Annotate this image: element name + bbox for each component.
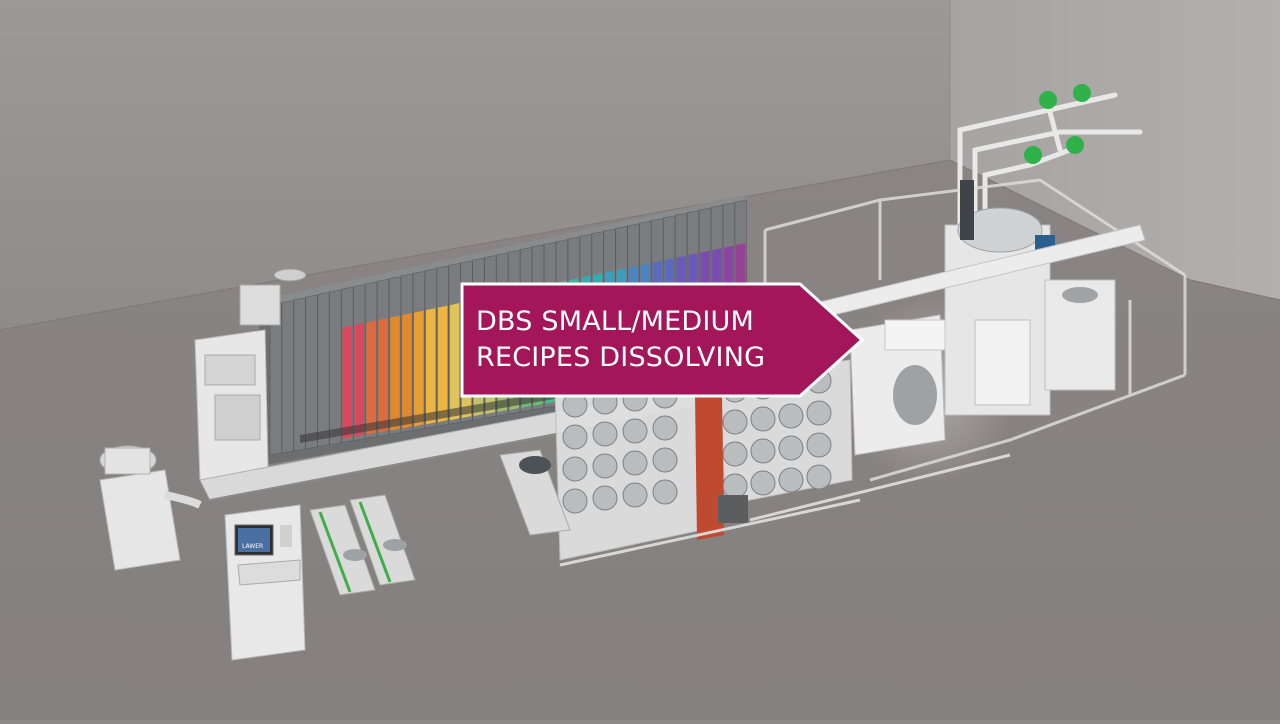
callout-line-1: DBS SMALL/MEDIUM	[476, 306, 755, 337]
bucket	[806, 400, 832, 426]
bin-color-face	[378, 318, 388, 433]
back-wall	[0, 0, 950, 330]
bucket	[806, 464, 832, 490]
storage-bin	[329, 289, 342, 446]
storage-bin	[281, 300, 294, 454]
bucket	[562, 456, 588, 482]
dosing-conveyors	[309, 449, 571, 596]
callout-arrow-shape	[460, 282, 865, 398]
bucket	[778, 467, 804, 493]
bucket	[750, 406, 776, 432]
bin-color-face	[414, 310, 424, 427]
bin-color-face	[449, 303, 460, 421]
bucket	[652, 447, 678, 473]
bucket	[622, 482, 648, 508]
callout-text: DBS SMALL/MEDIUM RECIPES DISSOLVING	[476, 304, 816, 376]
bucket	[622, 418, 648, 444]
storage-bin	[317, 292, 330, 448]
process-callout: DBS SMALL/MEDIUM RECIPES DISSOLVING	[460, 282, 865, 398]
bucket	[592, 485, 618, 511]
bucket	[778, 435, 804, 461]
green-valves	[1024, 84, 1091, 164]
mixer-housing	[849, 314, 946, 456]
column-base	[718, 495, 748, 523]
bucket	[652, 415, 678, 441]
bucket	[592, 453, 618, 479]
dissolver-unit	[944, 180, 1116, 416]
bucket	[562, 424, 588, 450]
control-panel: LAWER	[224, 504, 306, 661]
bucket	[722, 473, 748, 499]
side-wall	[950, 0, 1280, 300]
bucket	[562, 488, 588, 514]
bin-color-face	[342, 325, 353, 439]
storage-bin	[305, 294, 318, 450]
bin-color-face	[426, 308, 436, 425]
callout-line-2: RECIPES DISSOLVING	[476, 342, 766, 373]
bucket	[722, 409, 748, 435]
bucket	[592, 421, 618, 447]
bin-color-face	[402, 313, 412, 429]
bucket	[750, 438, 776, 464]
storage-bin	[293, 297, 306, 452]
red-column	[695, 392, 724, 540]
bucket	[622, 450, 648, 476]
dust-extractor	[99, 445, 202, 571]
bin-color-face	[354, 323, 364, 437]
brand-label: LAWER	[242, 543, 263, 550]
bucket	[778, 403, 804, 429]
bucket	[750, 470, 776, 496]
bucket	[722, 441, 748, 467]
bin-color-face	[437, 305, 448, 423]
bin-color-face	[390, 315, 400, 431]
floor-rails	[559, 453, 1011, 567]
bin-color-face	[366, 320, 376, 435]
bucket	[652, 479, 678, 505]
bucket	[806, 432, 832, 458]
loading-station	[194, 268, 307, 481]
